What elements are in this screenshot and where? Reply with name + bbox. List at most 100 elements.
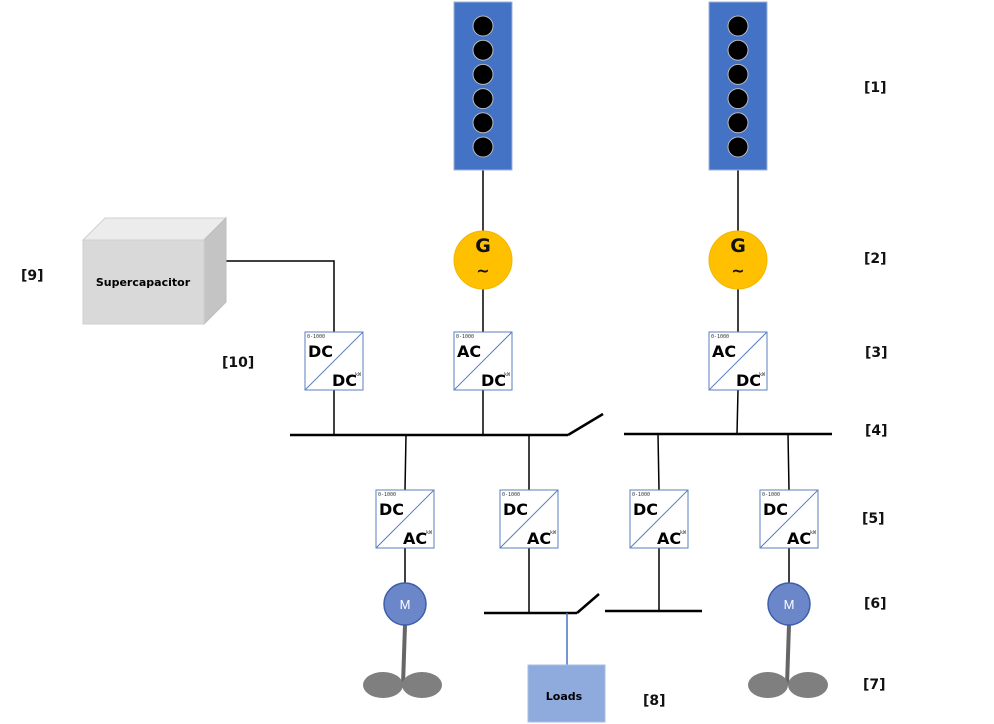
ref-label-4: [4] (865, 423, 888, 439)
supercap-label: Supercapacitor (96, 276, 191, 289)
supercap-top-face (81, 217, 228, 241)
pv-cell (727, 112, 749, 134)
wiring (226, 170, 790, 612)
converter-rating: 0-1000 (456, 334, 474, 340)
converter-unit: kW (810, 530, 817, 536)
generator-right: G ~ (708, 230, 768, 290)
pv-cell (727, 15, 749, 37)
pv-cell (472, 39, 494, 61)
supercap-front-face (82, 239, 205, 325)
pv-cell (727, 88, 749, 110)
converter-diagonal (708, 331, 768, 391)
converter-rating: 0-1000 (378, 492, 396, 498)
propeller-blade (363, 672, 403, 698)
motor-right: M (748, 582, 828, 698)
wire-bus-conv5c (657, 433, 660, 491)
ref-label-10: [10] (222, 355, 255, 371)
load-bus (484, 593, 702, 615)
motor-circle (383, 582, 427, 626)
ref-label-5: [5] (862, 511, 885, 527)
converter-diagonal (304, 331, 364, 391)
motor-symbol: M (400, 597, 411, 612)
converter-unit: kW (504, 372, 511, 378)
converter-unit: kW (759, 372, 766, 378)
converter-unit: kW (355, 372, 362, 378)
ref-label-2: [2] (864, 251, 887, 267)
generator-symbol: G (730, 235, 746, 257)
pv-cell (472, 15, 494, 37)
loads: Loads (527, 664, 606, 723)
wire-supercap-dcdc (226, 260, 335, 332)
generator-left: G ~ (453, 230, 513, 290)
dc-bus (290, 412, 832, 437)
converter-input-type: DC (379, 500, 404, 519)
converter-input-type: DC (763, 500, 788, 519)
converters: 0-1000DCDCkW0-1000ACDCkW0-1000ACDCkW0-10… (304, 331, 819, 549)
supercapacitor: Supercapacitor (81, 216, 228, 326)
converter-output-type: DC (736, 371, 761, 390)
pv-cell (472, 112, 494, 134)
converter-input-type: AC (712, 342, 736, 361)
ref-label-3: [3] (865, 345, 888, 361)
converter-unit: kW (426, 530, 433, 536)
ref-label-6: [6] (864, 596, 887, 612)
converter-rating: 0-1000 (632, 492, 650, 498)
motor-circle (767, 582, 811, 626)
bus-tie-switch[interactable] (567, 412, 604, 437)
pv-panel-left (453, 1, 513, 171)
converter-diagonal (453, 331, 513, 391)
converter-diagonal (629, 489, 689, 549)
converter-input-type: DC (503, 500, 528, 519)
pv-cell (727, 39, 749, 61)
converter-output-type: DC (332, 371, 357, 390)
load-bus-switch[interactable] (576, 593, 600, 614)
ref-label-9: [9] (21, 268, 44, 284)
pv-cell (727, 63, 749, 85)
pv-panel-right (708, 1, 768, 171)
generator-circle (453, 230, 513, 290)
wire-bus-conv5a (404, 434, 407, 491)
converter-output-type: AC (403, 529, 427, 548)
loads-box (527, 664, 606, 723)
pv-cell (472, 88, 494, 110)
generator-symbol: G (475, 235, 491, 257)
motor-symbol: M (784, 597, 795, 612)
converter-output-type: AC (527, 529, 551, 548)
wire-acdc2-bus (736, 389, 739, 435)
converter-rating: 0-1000 (307, 334, 325, 340)
pv-cell (472, 63, 494, 85)
loads-label: Loads (546, 690, 583, 703)
motor-shaft (785, 624, 791, 686)
converter-diagonal (499, 489, 559, 549)
converter-input-type: DC (633, 500, 658, 519)
generator-wave: ~ (476, 261, 489, 280)
ref-label-1: [1] (864, 80, 887, 96)
converter-unit: kW (680, 530, 687, 536)
converter-unit: kW (550, 530, 557, 536)
wire-bus-conv5d (787, 433, 790, 491)
pv-cell (727, 136, 749, 158)
converter-diagonal (375, 489, 435, 549)
ref-label-8: [8] (643, 693, 666, 709)
propeller-blade (748, 672, 788, 698)
converter-output-type: AC (657, 529, 681, 548)
converter-rating: 0-1000 (711, 334, 729, 340)
motor-shaft (401, 624, 407, 686)
converter-diagonal (759, 489, 819, 549)
converter-output-type: DC (481, 371, 506, 390)
converter-rating: 0-1000 (762, 492, 780, 498)
converter-input-type: DC (308, 342, 333, 361)
propeller-blade (402, 672, 442, 698)
motor-left: M (363, 582, 442, 698)
generator-wave: ~ (731, 261, 744, 280)
propeller-blade (788, 672, 828, 698)
converter-rating: 0-1000 (502, 492, 520, 498)
